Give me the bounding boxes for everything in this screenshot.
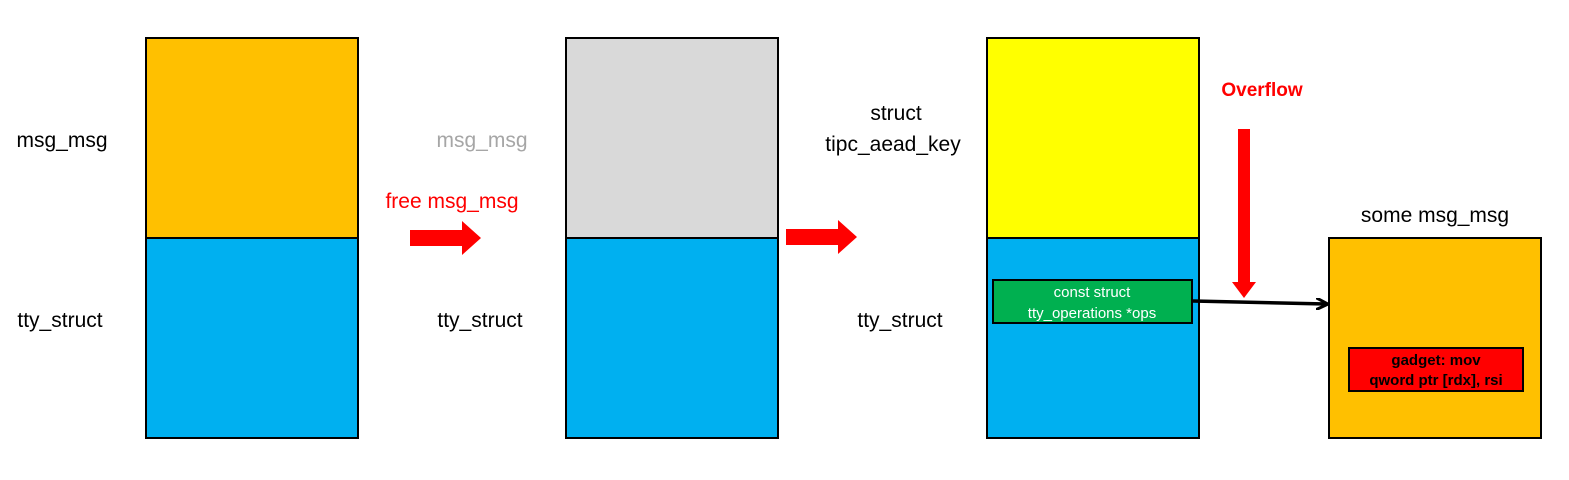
target-title: some msg_msg [1361, 204, 1509, 227]
tty-struct-block [145, 237, 359, 439]
tty-struct-block [565, 237, 779, 439]
ops-pointer-label-line2: tty_operations *ops [1028, 305, 1156, 322]
tty-struct-block [986, 237, 1200, 439]
gadget-label-line1: gadget: mov [1391, 352, 1481, 369]
pointer-arrow-icon [1192, 301, 1326, 304]
panel3-top-label-line2: tipc_aead_key [825, 133, 961, 156]
panel3-top-label-line1: struct [870, 102, 922, 125]
freed-msg-msg-block [565, 37, 779, 239]
panel-overwrite: struct tipc_aead_key tty_struct const st… [825, 37, 1200, 439]
msg-msg-block [145, 37, 359, 239]
ops-pointer-box [992, 279, 1193, 324]
panel1-bottom-label: tty_struct [17, 309, 102, 332]
step-arrow-1: free msg_msg [385, 190, 519, 255]
target-msg-msg-block [1328, 237, 1542, 439]
panel-initial: msg_msg tty_struct [16, 37, 359, 439]
overflow-indicator: Overflow [1221, 80, 1303, 298]
ops-pointer-label-line1: const struct [1054, 284, 1132, 301]
free-action-label: free msg_msg [385, 190, 518, 213]
panel2-bottom-label: tty_struct [437, 309, 522, 332]
overflow-label: Overflow [1221, 80, 1303, 101]
step-arrow-2 [786, 220, 857, 254]
panel-freed: msg_msg tty_struct [436, 37, 779, 439]
target-msg-msg: some msg_msg gadget: mov qword ptr [rdx]… [1328, 204, 1542, 439]
down-arrow-icon [1232, 129, 1256, 298]
gadget-box [1348, 347, 1524, 392]
right-arrow-icon [410, 221, 481, 255]
panel3-bottom-label: tty_struct [857, 309, 942, 332]
gadget-label-line2: qword ptr [rdx], rsi [1369, 372, 1502, 389]
tipc-aead-key-block [986, 37, 1200, 239]
right-arrow-icon [786, 220, 857, 254]
panel2-top-label: msg_msg [436, 129, 527, 152]
panel1-top-label: msg_msg [16, 129, 107, 152]
